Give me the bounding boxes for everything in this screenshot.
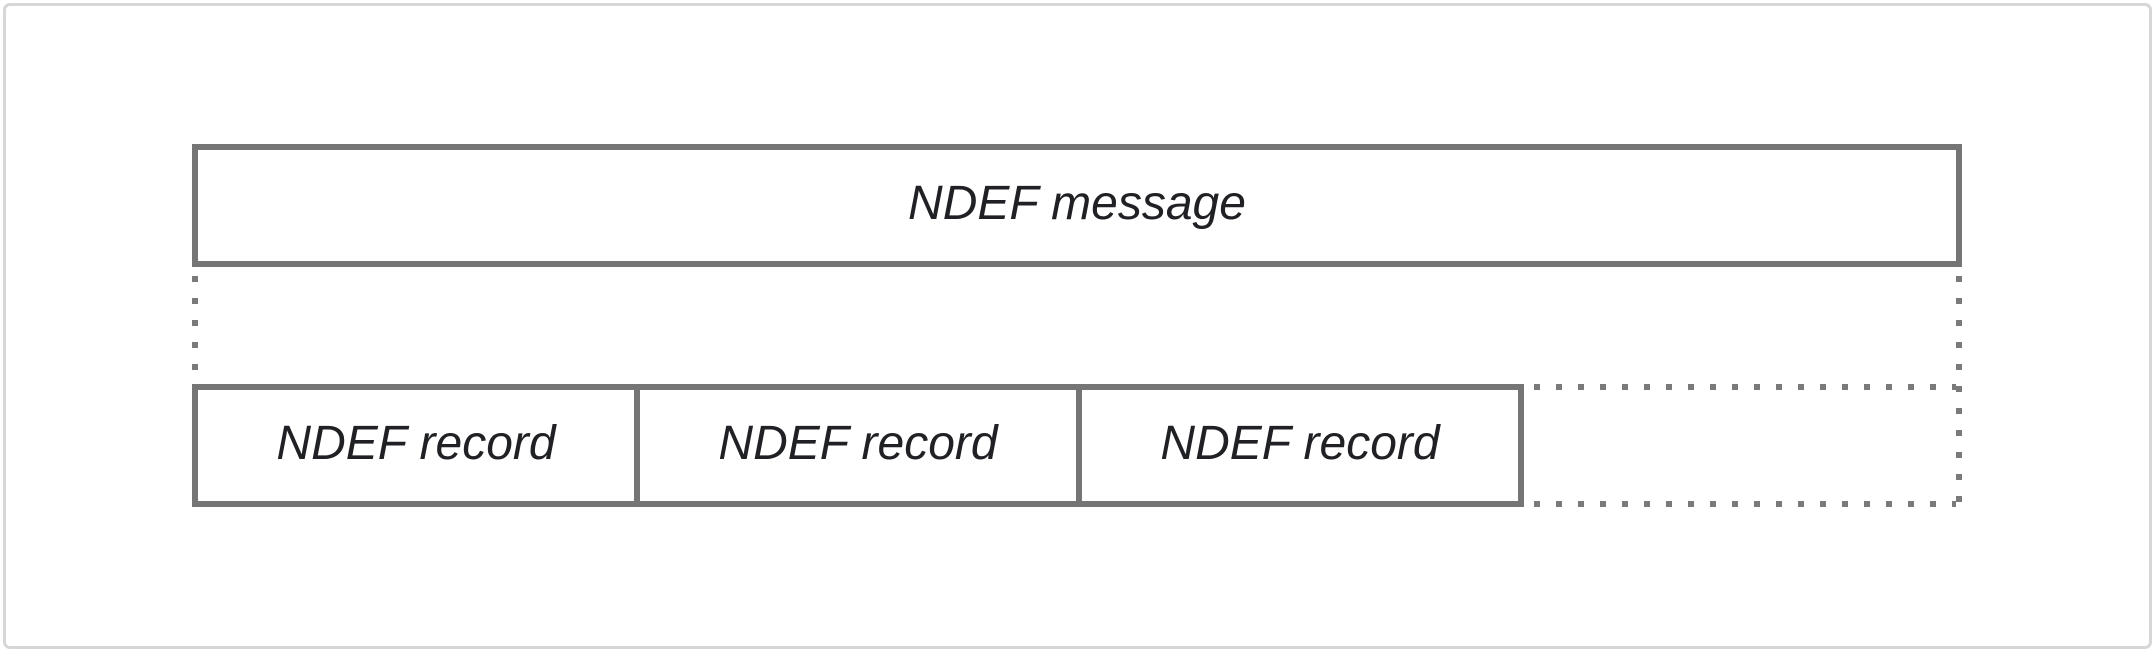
dotted-continuation-top: [1534, 384, 1956, 390]
ndef-record-box: NDEF record: [634, 384, 1082, 507]
ndef-record-box: NDEF record: [1076, 384, 1524, 507]
dotted-connector-left: [192, 276, 198, 384]
ndef-message-box: NDEF message: [192, 144, 1962, 267]
ndef-record-label: NDEF record: [718, 416, 998, 470]
dotted-continuation-bottom: [1534, 501, 1956, 507]
figure-border: [3, 3, 2152, 649]
dotted-connector-right: [1956, 276, 1962, 507]
ndef-record-box: NDEF record: [192, 384, 640, 507]
ndef-records-row: NDEF record NDEF record NDEF record: [192, 384, 1524, 507]
ndef-record-label: NDEF record: [1160, 416, 1440, 470]
ndef-record-label: NDEF record: [276, 416, 556, 470]
ndef-message-label: NDEF message: [908, 176, 1246, 230]
